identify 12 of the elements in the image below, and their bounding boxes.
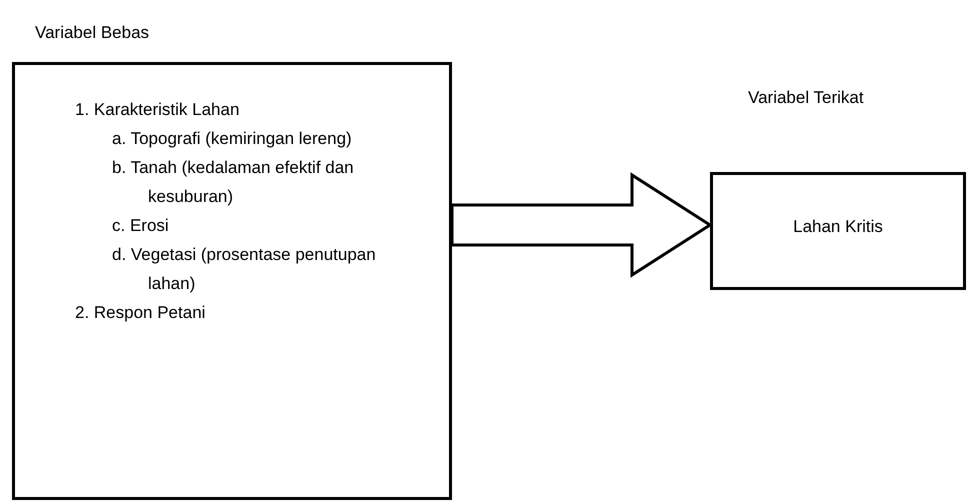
- block-arrow: [450, 172, 713, 278]
- box-label: Lahan Kritis: [793, 216, 883, 238]
- list-item: d. Vegetasi (prosentase penutupan lahan): [112, 244, 377, 295]
- list-item: b. Tanah (kedalaman efektif dan kesuburan): [112, 157, 355, 208]
- list-item: a. Topografi (kemiringan lereng): [112, 128, 353, 150]
- variable-box: [710, 172, 966, 290]
- heading: Variabel Terikat: [748, 87, 864, 109]
- list-item: 1. Karakteristik Lahan: [75, 99, 240, 121]
- list-item: c. Erosi: [112, 215, 170, 237]
- variable-box: [12, 62, 452, 500]
- list-item: 2. Respon Petani: [75, 302, 206, 324]
- heading: Variabel Bebas: [35, 22, 150, 44]
